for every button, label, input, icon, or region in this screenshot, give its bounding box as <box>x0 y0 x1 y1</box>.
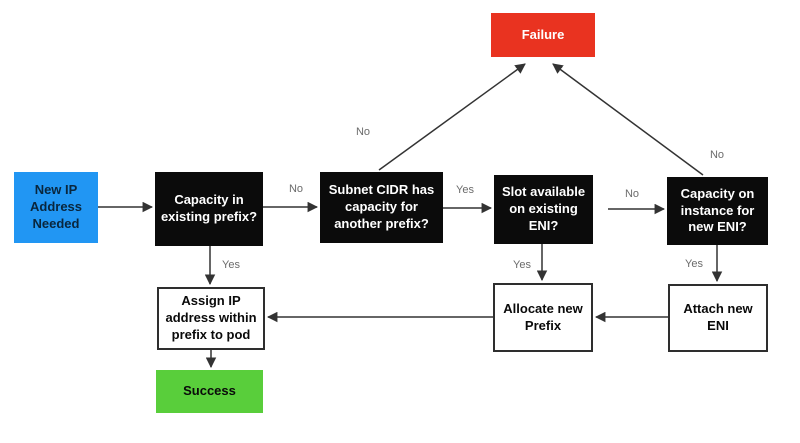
node-success: Success <box>156 370 263 413</box>
node-capacity-in-existing-prefix: Capacity in existing prefix? <box>155 172 263 246</box>
edge-label-capacity-yes: Yes <box>222 259 240 271</box>
node-capacity-on-instance: Capacity on instance for new ENI? <box>667 177 768 245</box>
edge-label-slot-yes: Yes <box>513 259 531 271</box>
edge-label-instance-failure-no: No <box>709 149 725 161</box>
edge-label-subnet-yes: Yes <box>456 184 474 196</box>
edge-label-slot-no: No <box>624 188 640 200</box>
edge-label-instance-yes: Yes <box>685 258 703 270</box>
edge-label-capacity-no: No <box>288 183 304 195</box>
node-failure: Failure <box>491 13 595 57</box>
edge-instance-no-to-failure <box>552 63 704 176</box>
node-slot-available-on-eni: Slot available on existing ENI? <box>494 175 593 244</box>
node-subnet-cidr-capacity: Subnet CIDR has capacity for another pre… <box>320 172 443 243</box>
node-new-ip-needed: New IP Address Needed <box>14 172 98 243</box>
edge-label-subnet-failure-no: No <box>355 126 371 138</box>
node-assign-ip-to-pod: Assign IP address within prefix to pod <box>157 287 265 350</box>
node-allocate-new-prefix: Allocate new Prefix <box>493 283 593 352</box>
edge-subnet-no-to-failure <box>378 63 526 171</box>
node-attach-new-eni: Attach new ENI <box>668 284 768 352</box>
